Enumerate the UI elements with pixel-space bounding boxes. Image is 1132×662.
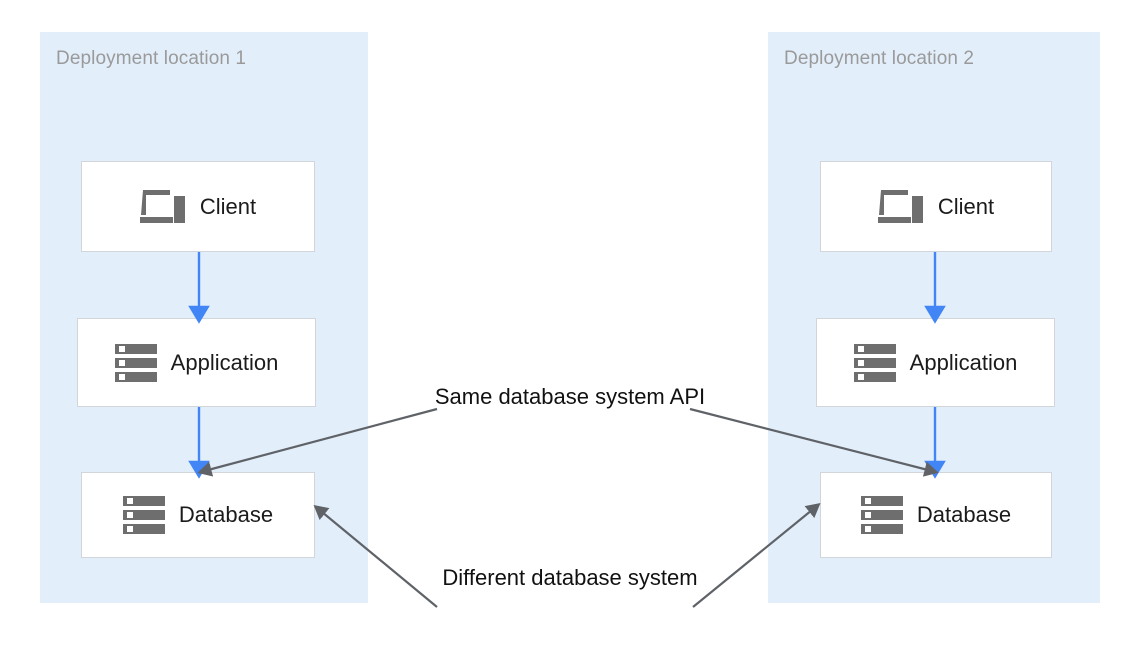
annotation-same-database-system-api: Same database system API xyxy=(434,384,706,409)
node-database-2[interactable]: Database xyxy=(820,472,1052,558)
devices-icon xyxy=(877,188,924,226)
server-stack-icon xyxy=(860,495,903,535)
server-stack-icon xyxy=(114,343,157,383)
node-application-2-label: Application xyxy=(909,349,1018,375)
node-application-1-label: Application xyxy=(170,349,279,375)
server-stack-icon xyxy=(853,343,896,383)
node-database-1-label: Database xyxy=(178,502,274,527)
annotation-different-database-system: Different database system xyxy=(442,565,698,590)
node-application-2[interactable]: Application xyxy=(816,318,1055,407)
node-client-2[interactable]: Client xyxy=(820,161,1052,252)
devices-icon xyxy=(139,188,186,226)
node-client-1[interactable]: Client xyxy=(81,161,315,252)
node-client-1-label: Client xyxy=(199,193,257,219)
node-application-1[interactable]: Application xyxy=(77,318,316,407)
node-database-2-label: Database xyxy=(916,502,1012,527)
server-stack-icon xyxy=(122,495,165,535)
deployment-location-2-title: Deployment location 2 xyxy=(784,48,975,69)
deployment-location-1-title: Deployment location 1 xyxy=(56,48,247,69)
node-client-2-label: Client xyxy=(937,193,995,219)
node-database-1[interactable]: Database xyxy=(81,472,315,558)
